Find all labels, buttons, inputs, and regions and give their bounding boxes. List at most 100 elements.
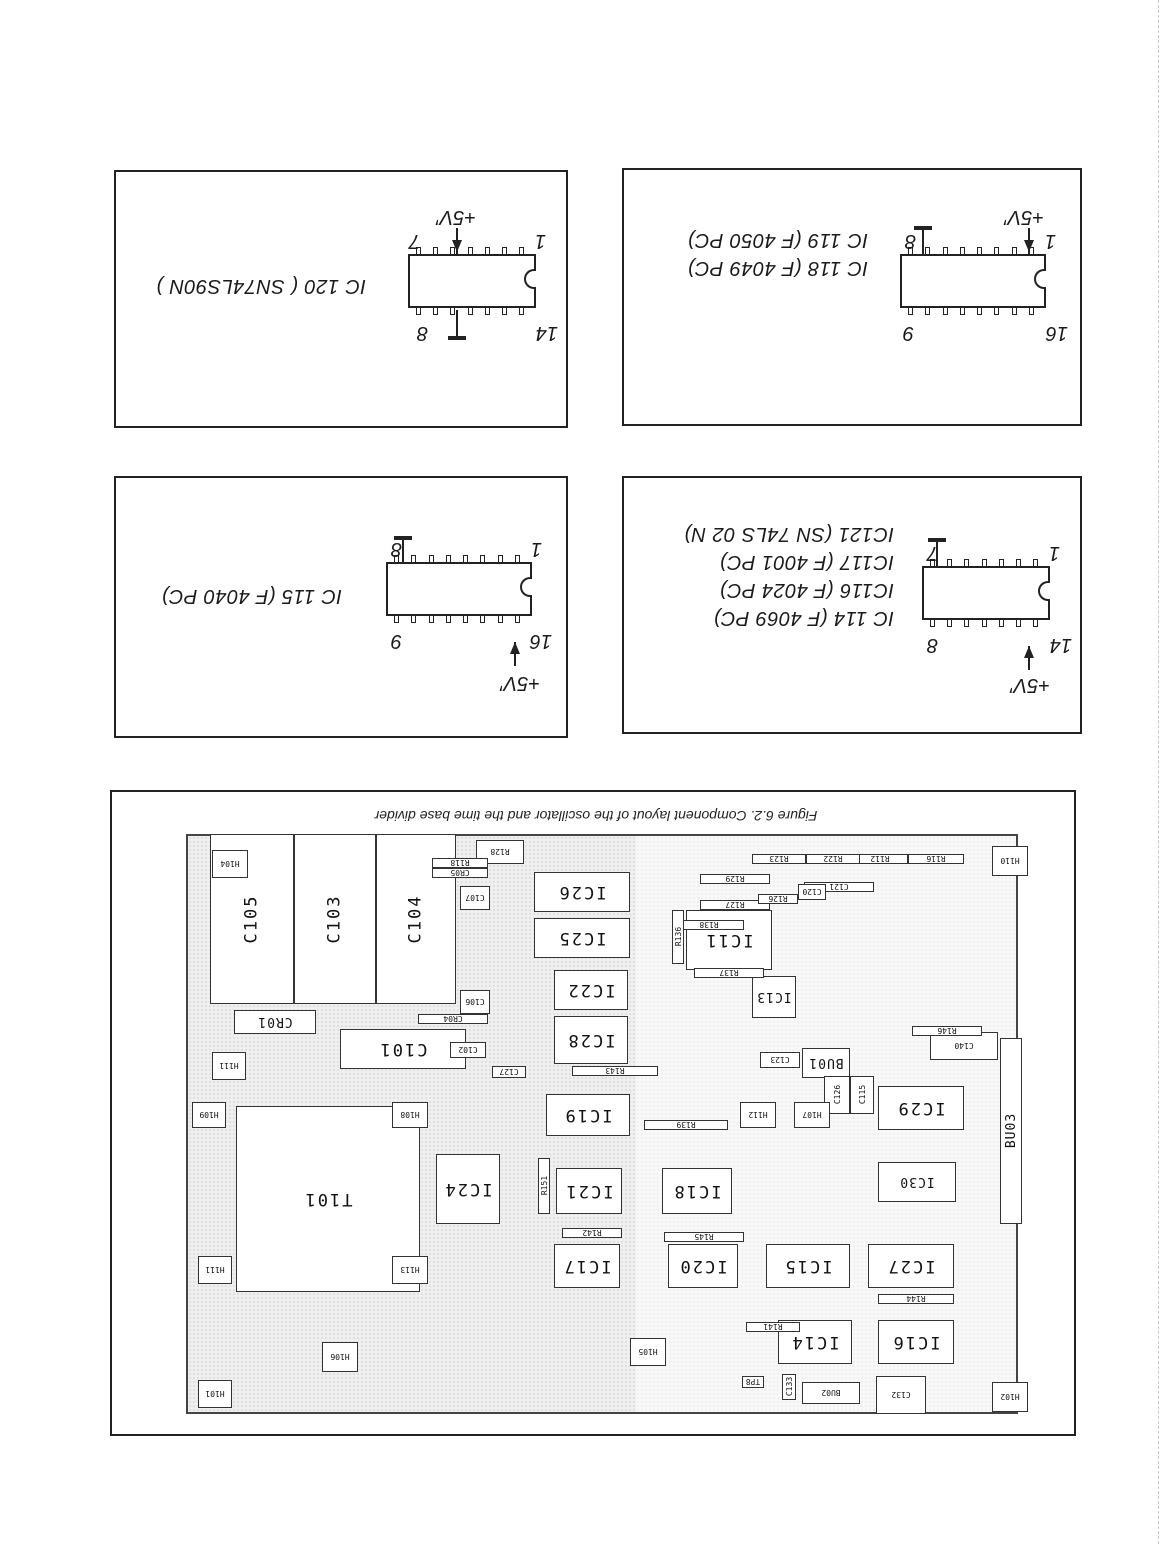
diode-cr04: CR04 (418, 1014, 488, 1024)
hole-h104: H104 (212, 850, 248, 878)
ic118-supply-label: +5V′ (1004, 206, 1044, 228)
resistor-r122: R122 (806, 854, 860, 864)
jack-bu02: BU02 (802, 1382, 860, 1404)
ic121-label: IC121 (SN 74LS 02 N) (683, 523, 894, 545)
resistor-r151: R151 (538, 1158, 550, 1214)
hole-h102: H102 (992, 1382, 1028, 1412)
chip-pins-top (394, 615, 520, 623)
hole-h107: H107 (794, 1102, 830, 1128)
ic118-label: IC 118 (F 4049 PC) (687, 257, 868, 279)
resistor-r141: R141 (746, 1322, 800, 1332)
ic114-gnd-bar (928, 538, 946, 542)
hole-h113: H113 (392, 1256, 428, 1284)
hole-h105: H105 (630, 1338, 666, 1366)
resistor-r142: R142 (562, 1228, 622, 1238)
ic115-supply-arrow (510, 642, 520, 654)
resistor-r144: R144 (878, 1294, 954, 1304)
capacitor-c115: C115 (850, 1076, 874, 1114)
chip-pins-top (908, 307, 1034, 315)
ic115-gnd-bar (394, 536, 412, 540)
ic118-gnd-bar (914, 226, 932, 230)
ic120-supply-arrow (452, 240, 462, 252)
jack-bu01: BU01 (802, 1048, 850, 1078)
ic114-supply-arrow (1024, 646, 1034, 658)
ic118-pin-16: 16 (1045, 322, 1068, 344)
ic117-label: IC117 (F 4001 PC) (719, 551, 894, 573)
ic115-gnd-line (402, 538, 404, 564)
ic114-chip (922, 559, 1050, 627)
capacitor-c120: C120 (798, 884, 826, 900)
ic115-pin-8: 8 (390, 538, 402, 560)
page-edge-line (1158, 0, 1159, 1544)
ic114-pin-1: 1 (1048, 542, 1060, 564)
ic-ic30: IC30 (878, 1162, 956, 1202)
hole-h106: H106 (322, 1342, 358, 1372)
chip-pins-top (416, 307, 524, 315)
capacitor-c127: C127 (492, 1066, 526, 1078)
resistor-r138: R138 (674, 920, 744, 930)
ic115-supply-label: +5V′ (500, 672, 540, 694)
capacitor-c106: C106 (460, 990, 490, 1014)
ic119-label: IC 119 (F 4050 PC) (687, 229, 868, 251)
ic-ic29: IC29 (878, 1086, 964, 1130)
ic-ic19: IC19 (546, 1094, 630, 1136)
resistor-r137: R137 (694, 968, 764, 978)
ic115-pin-16: 16 (529, 630, 552, 652)
ic-ic17: IC17 (554, 1244, 620, 1288)
ic120-gnd-line (456, 310, 458, 338)
ic120-label: IC 120 ( SN74LS90N ) (155, 275, 366, 297)
resistor-r118: R118 (432, 858, 488, 868)
hole-h114: H111 (212, 1052, 246, 1080)
chip-pins-bottom (908, 247, 1034, 255)
capacitor-c102: C102 (450, 1042, 486, 1058)
ic114-label: IC 114 (F 4069 PC) (713, 607, 894, 629)
ic-ic22: IC22 (554, 970, 628, 1010)
ic-ic24: IC24 (436, 1154, 500, 1224)
ic115-pin-1: 1 (530, 538, 542, 560)
ic-ic13: IC13 (752, 976, 796, 1018)
chip-notch (520, 577, 532, 597)
resistor-r143: R143 (572, 1066, 658, 1076)
ic-ic15: IC15 (766, 1244, 850, 1288)
chip-pins-bottom (394, 555, 520, 563)
ic-ic16: IC16 (878, 1320, 954, 1364)
ic118-pin-8: 8 (904, 230, 916, 252)
ic120-pin-8: 8 (416, 322, 428, 344)
ic115-chip (386, 555, 532, 623)
ic120-pin-1: 1 (534, 230, 546, 252)
ic118-pin-9: 9 (902, 322, 914, 344)
capacitor-c140: C140 (930, 1032, 998, 1060)
chip-pins-bottom (416, 247, 524, 255)
hole-h111: H111 (198, 1256, 232, 1284)
ic118-supply-arrow (1024, 240, 1034, 252)
hole-h103: H101 (198, 1380, 232, 1408)
resistor-r145: R145 (664, 1232, 744, 1242)
hole-h112: H112 (740, 1102, 776, 1128)
ic-ic20: IC20 (668, 1244, 738, 1288)
figure-caption: Figure 6.2. Component layout of the osci… (374, 808, 818, 824)
ic120-pin-7: 7 (408, 230, 420, 252)
ic-ic21: IC21 (556, 1168, 622, 1214)
ic-ic28: IC28 (554, 1016, 628, 1064)
ic-ic25: IC25 (534, 918, 630, 958)
ic120-chip (408, 247, 536, 315)
resistor-r139: R139 (644, 1120, 728, 1130)
ic120-supply-label: +5V′ (436, 206, 476, 228)
diode-cr05: CR05 (432, 868, 488, 878)
resistor-r129: R129 (700, 874, 770, 884)
resistor-r112: R112 (852, 854, 908, 864)
ic-ic27: IC27 (868, 1244, 954, 1288)
hole-h109: H109 (192, 1102, 226, 1128)
capacitor-c132: C132 (876, 1376, 926, 1414)
ic114-pin-8: 8 (926, 634, 938, 656)
connector-bu03: BU03 (1000, 1038, 1022, 1224)
ic118-pin-1: 1 (1044, 230, 1056, 252)
capacitor-c133: C133 (782, 1374, 796, 1400)
resistor-r126: R126 (758, 894, 798, 904)
resistor-r123: R123 (752, 854, 806, 864)
chip-notch (1038, 581, 1050, 601)
ic-ic18: IC18 (662, 1168, 732, 1214)
capacitor-c101: C101 (340, 1029, 466, 1069)
resistor-r116: R116 (908, 854, 964, 864)
